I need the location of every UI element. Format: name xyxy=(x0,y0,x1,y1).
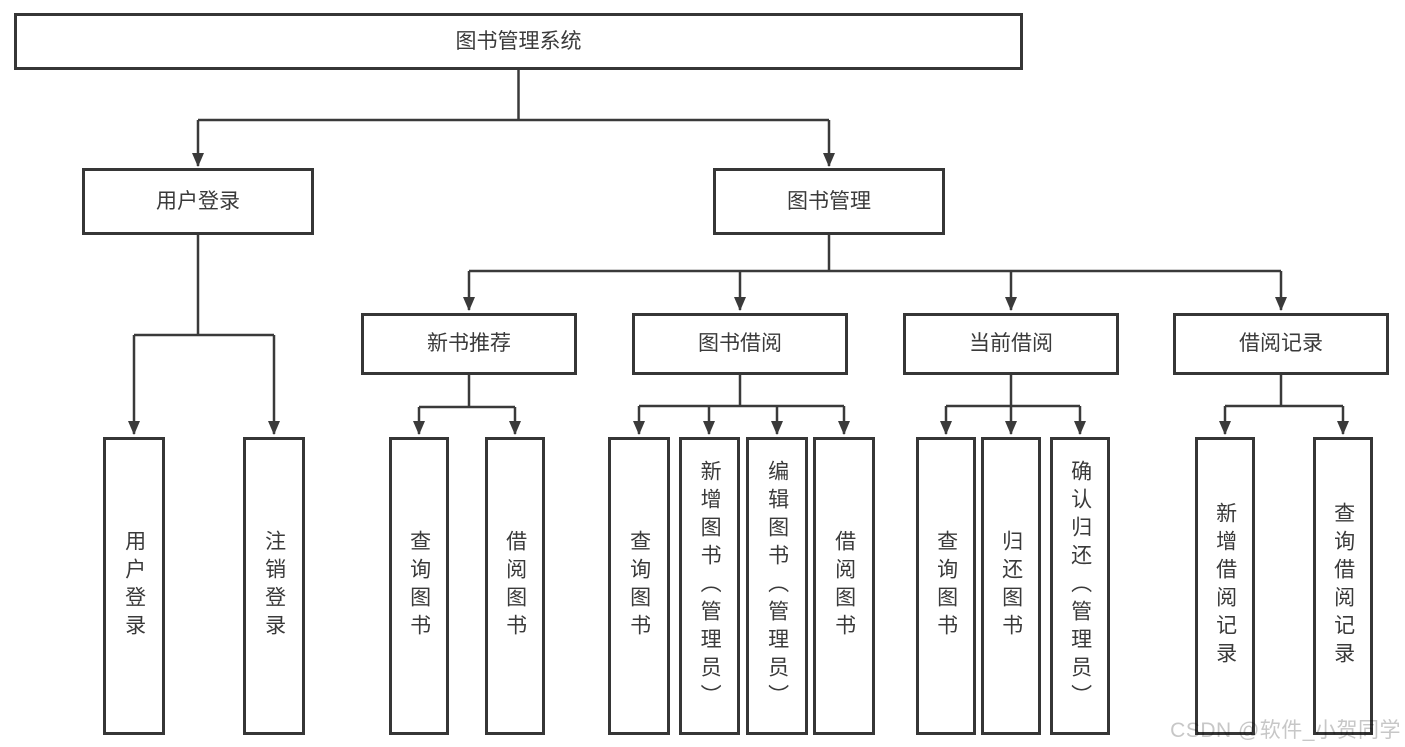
node-leaf-cb-query-book: 查询图书 xyxy=(916,437,976,735)
node-leaf-logout: 注销登录 xyxy=(243,437,305,735)
node-leaf-cb-return-book-label: 归还图书 xyxy=(999,530,1023,642)
node-book-borrow: 图书借阅 xyxy=(632,313,848,375)
node-leaf-bb-query-book-label: 查询图书 xyxy=(627,530,651,642)
node-new-book-rec-label: 新书推荐 xyxy=(427,332,511,356)
node-book-mgmt-label: 图书管理 xyxy=(787,189,871,213)
node-leaf-rec-query-book-label: 查询图书 xyxy=(407,530,431,642)
node-current-borrow: 当前借阅 xyxy=(903,313,1119,375)
node-new-book-rec: 新书推荐 xyxy=(361,313,577,375)
node-leaf-logout-label: 注销登录 xyxy=(262,530,286,642)
node-leaf-rec-borrow-book: 借阅图书 xyxy=(485,437,545,735)
node-leaf-bb-borrow-book-label: 借阅图书 xyxy=(832,530,856,642)
node-book-mgmt: 图书管理 xyxy=(713,168,945,235)
node-leaf-br-query-record: 查询借阅记录 xyxy=(1313,437,1373,735)
node-leaf-bb-add-book-label: 新增图书（管理员） xyxy=(698,460,722,712)
connector-book-mgmt xyxy=(463,235,1287,311)
node-leaf-rec-borrow-book-label: 借阅图书 xyxy=(503,530,527,642)
node-borrow-record-label: 借阅记录 xyxy=(1239,332,1323,356)
node-borrow-record: 借阅记录 xyxy=(1173,313,1389,375)
node-root: 图书管理系统 xyxy=(14,13,1023,70)
node-user-login: 用户登录 xyxy=(82,168,314,235)
node-leaf-bb-edit-book: 编辑图书（管理员） xyxy=(746,437,808,735)
node-root-label: 图书管理系统 xyxy=(455,29,582,53)
node-leaf-rec-query-book: 查询图书 xyxy=(389,437,449,735)
node-leaf-user-login: 用户登录 xyxy=(103,437,165,735)
node-leaf-bb-borrow-book: 借阅图书 xyxy=(813,437,875,735)
connector-root xyxy=(192,70,835,167)
node-leaf-cb-confirm-return: 确认归还（管理员） xyxy=(1050,437,1110,735)
node-leaf-br-query-record-label: 查询借阅记录 xyxy=(1331,502,1355,670)
node-leaf-bb-edit-book-label: 编辑图书（管理员） xyxy=(765,460,789,712)
connector-book-borrow xyxy=(633,375,850,435)
node-leaf-cb-query-book-label: 查询图书 xyxy=(934,530,958,642)
node-current-borrow-label: 当前借阅 xyxy=(969,332,1053,356)
connector-new-book-rec xyxy=(413,375,521,435)
node-leaf-bb-add-book: 新增图书（管理员） xyxy=(679,437,740,735)
connector-user-login xyxy=(128,235,280,435)
node-leaf-br-add-record-label: 新增借阅记录 xyxy=(1213,502,1237,670)
node-leaf-cb-confirm-return-label: 确认归还（管理员） xyxy=(1068,460,1092,712)
node-leaf-user-login-label: 用户登录 xyxy=(122,530,146,642)
node-user-login-label: 用户登录 xyxy=(156,189,240,213)
node-book-borrow-label: 图书借阅 xyxy=(698,332,782,356)
connector-current-borrow xyxy=(940,375,1086,435)
csdn-watermark: CSDN @软件_小贺同学 xyxy=(1170,719,1401,742)
node-leaf-bb-query-book: 查询图书 xyxy=(608,437,670,735)
node-leaf-br-add-record: 新增借阅记录 xyxy=(1195,437,1255,735)
connector-borrow-record xyxy=(1219,375,1349,435)
node-leaf-cb-return-book: 归还图书 xyxy=(981,437,1041,735)
